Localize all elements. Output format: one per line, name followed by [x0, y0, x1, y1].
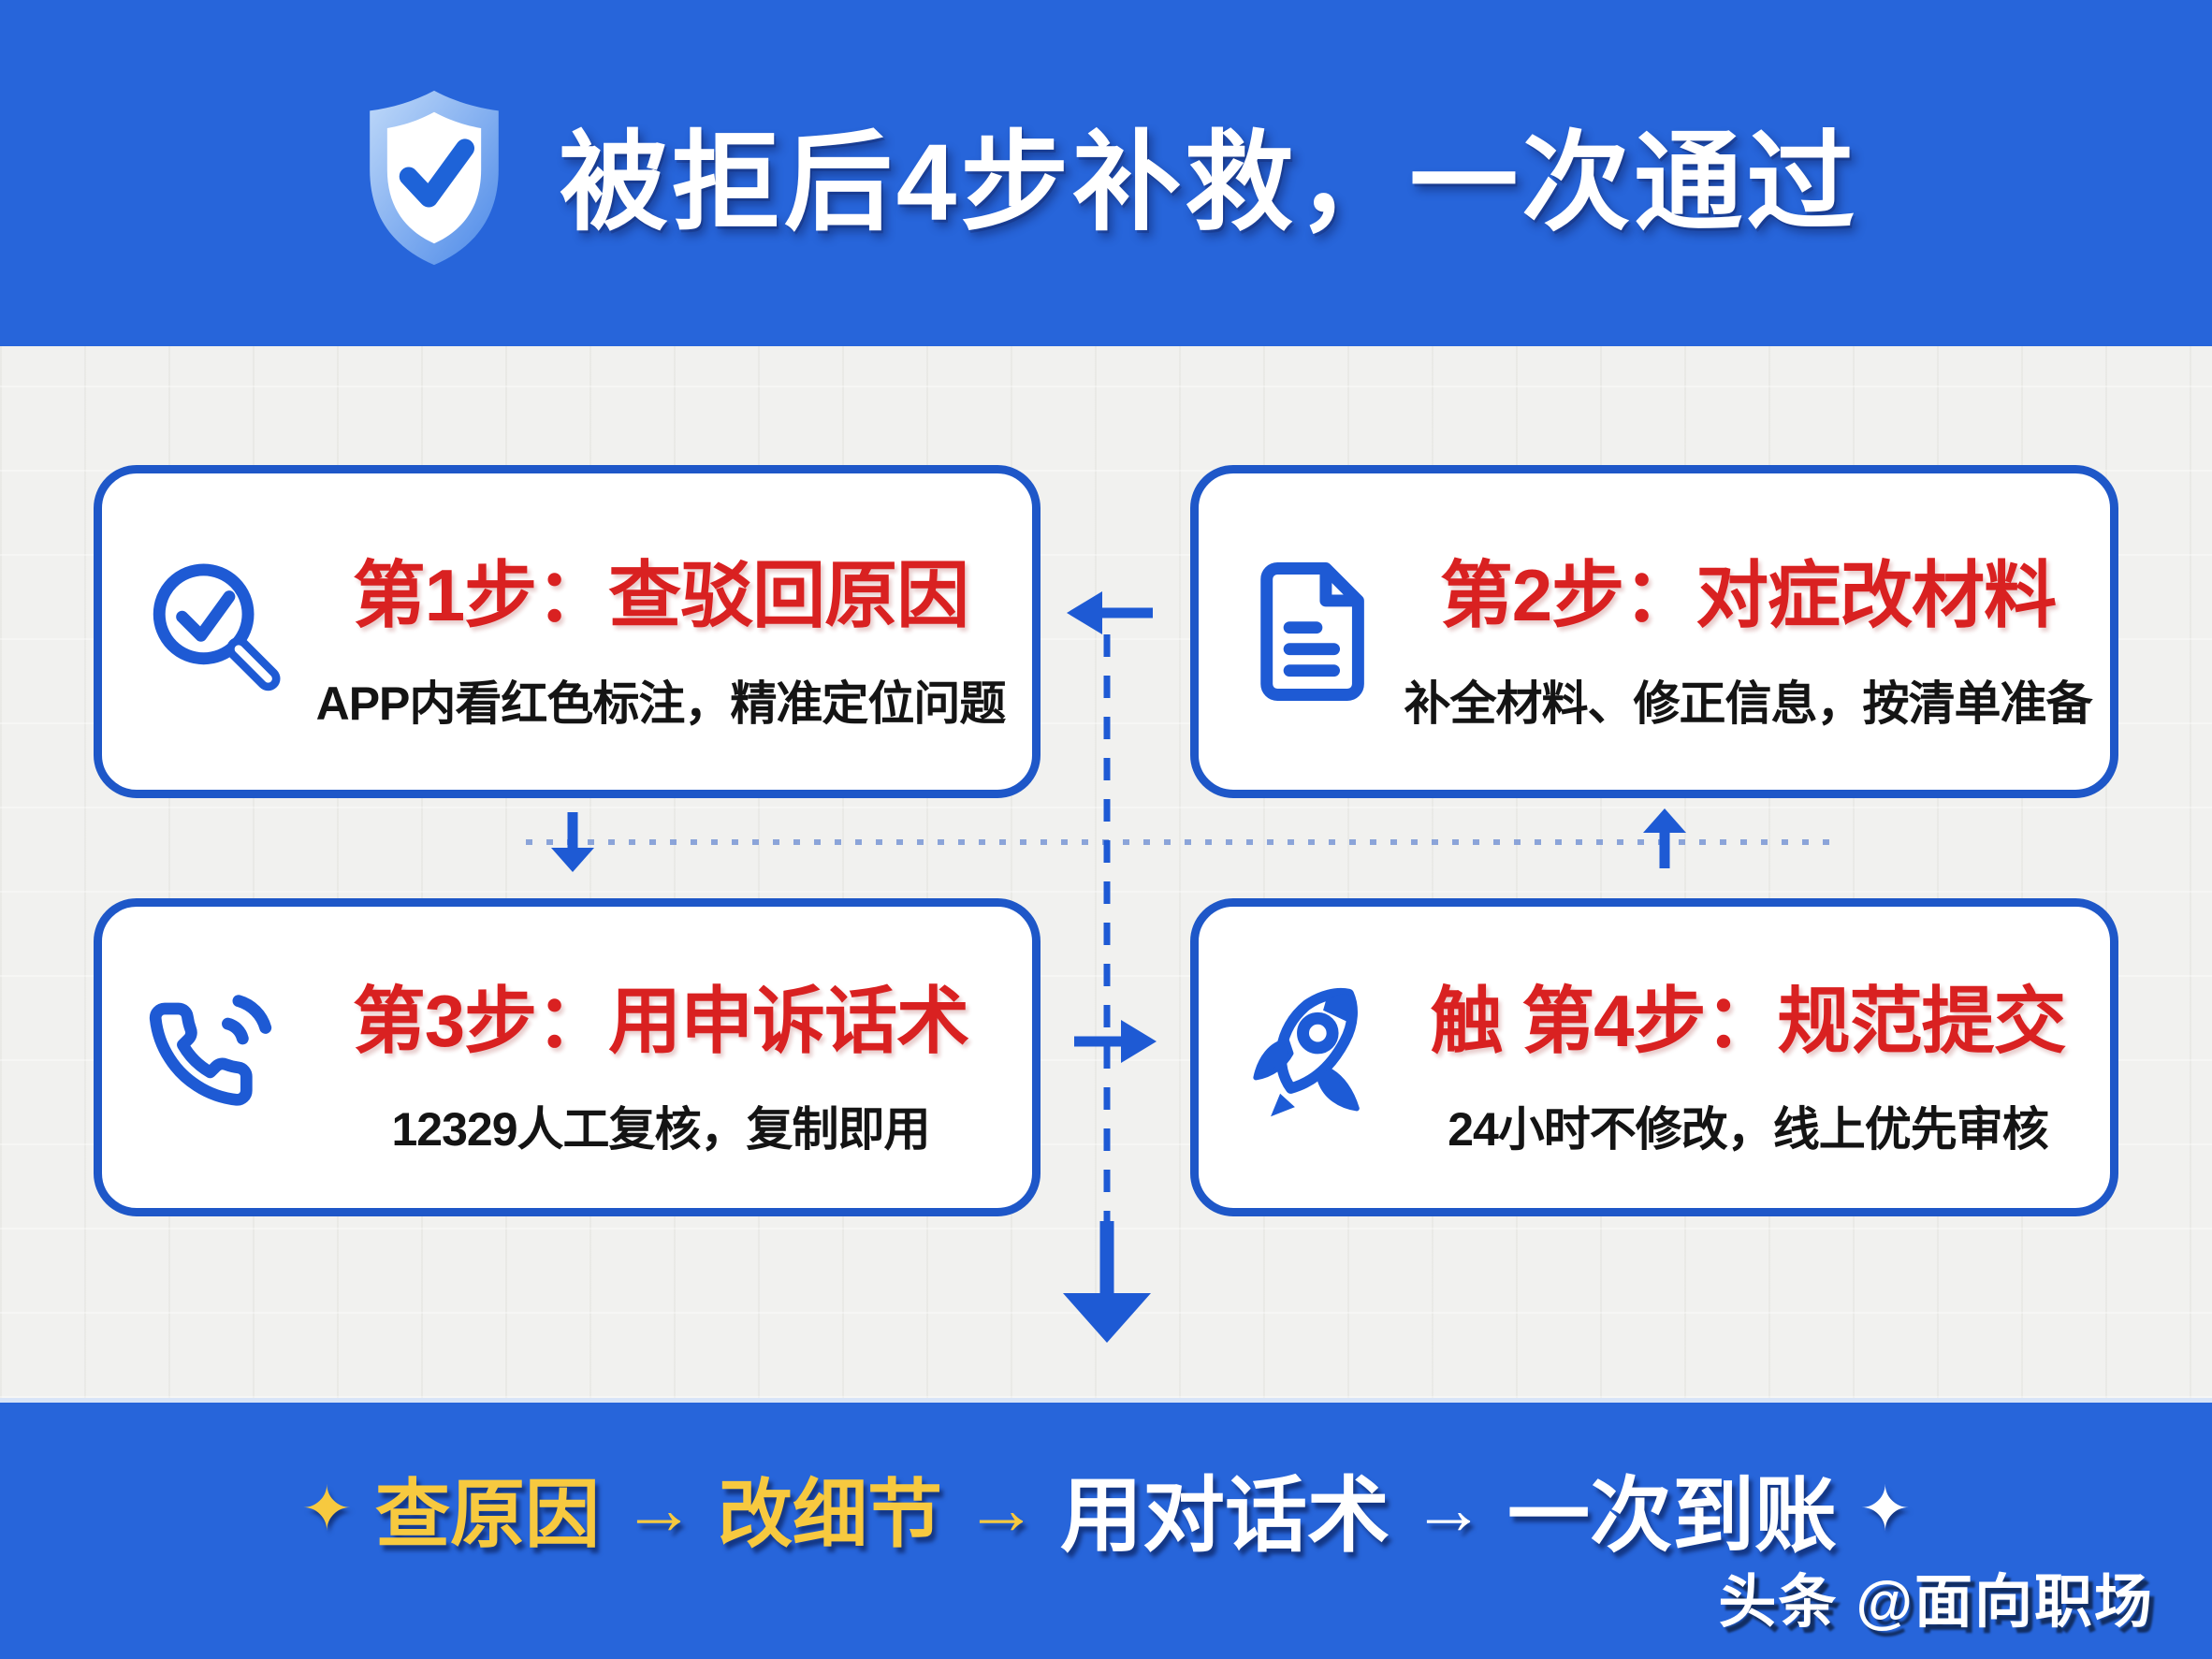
step-1-subtitle: APP内看红色标注，精准定位问题 — [315, 677, 1007, 730]
step-1-title: 第1步：查驳回原因 — [352, 554, 969, 636]
watermark: 头条 @面向职场 — [1718, 1570, 2154, 1635]
step-1-text: 第1步：查驳回原因 APP内看红色标注，精准定位问题 — [316, 537, 1007, 734]
card1-to-card3-arrow — [551, 812, 594, 872]
document-icon — [1260, 562, 1364, 701]
summary-row: ✦ 查原因 → 改细节 → 用对话术 → 一次到账 ✦ — [0, 1403, 2212, 1659]
card2-to-card1-arrow — [1067, 591, 1153, 634]
step-4-card: 触 第4步：规范提交 24小时不修改，线上优先审核 — [1190, 898, 2118, 1216]
step-1-card: 第1步：查驳回原因 APP内看红色标注，精准定位问题 — [94, 465, 1041, 798]
flow-area: 第1步：查驳回原因 APP内看红色标注，精准定位问题 第2步：对症改材料 补全材… — [0, 346, 2212, 1398]
step-2-card: 第2步：对症改材料 补全材料、修正信息，按清单准备 — [1190, 465, 2118, 798]
step-3-text: 第3步：用申诉话术 12329人工复核，复制即用 — [323, 963, 998, 1159]
page-title: 被拒后4步补救，一次通过 — [559, 122, 1859, 243]
sparkle-left-icon: ✦ — [300, 1473, 353, 1543]
summary-step-4: 一次到账 — [1507, 1468, 1838, 1562]
step-2-text: 第2步：对症改材料 补全材料、修正信息，按清单准备 — [1404, 537, 2093, 734]
summary-step-2: 改细节 — [717, 1473, 942, 1556]
card3-to-card4-arrow — [1074, 1020, 1157, 1063]
summary-step-3: 用对话术 — [1059, 1468, 1390, 1562]
flow-connectors — [526, 591, 1836, 1343]
rocket-icon — [1253, 987, 1360, 1117]
step-2-title: 第2步：对症改材料 — [1439, 554, 2057, 636]
phone-icon — [149, 995, 272, 1106]
top-banner: 被拒后4步补救，一次通过 — [0, 0, 2212, 346]
step-2-subtitle: 补全材料、修正信息，按清单准备 — [1404, 677, 2093, 730]
bottom-banner: ✦ 查原因 → 改细节 → 用对话术 → 一次到账 ✦ 头条 @面向职场 — [0, 1398, 2212, 1659]
magnifier-check-icon — [153, 563, 281, 691]
step-4-title: 触 第4步：规范提交 — [1430, 980, 2066, 1062]
summary-arrow-3-icon: → — [1412, 1466, 1485, 1550]
step-3-card: 第3步：用申诉话术 12329人工复核，复制即用 — [94, 898, 1041, 1216]
step-3-title: 第3步：用申诉话术 — [352, 980, 969, 1062]
step-4-subtitle: 24小时不修改，线上优先审核 — [1448, 1103, 2049, 1156]
step-3-subtitle: 12329人工复核，复制即用 — [391, 1103, 930, 1156]
summary-arrow-2-icon: → — [964, 1466, 1038, 1550]
center-down-arrow — [1063, 1221, 1151, 1343]
summary-step-1: 查原因 — [374, 1473, 600, 1556]
step-4-text: 触 第4步：规范提交 24小时不修改，线上优先审核 — [1419, 963, 2076, 1159]
summary-arrow-1-icon: → — [621, 1466, 695, 1550]
shield-check-icon — [369, 90, 499, 266]
sparkle-right-icon: ✦ — [1859, 1473, 1912, 1543]
up-arrow-to-card2 — [1643, 808, 1686, 868]
